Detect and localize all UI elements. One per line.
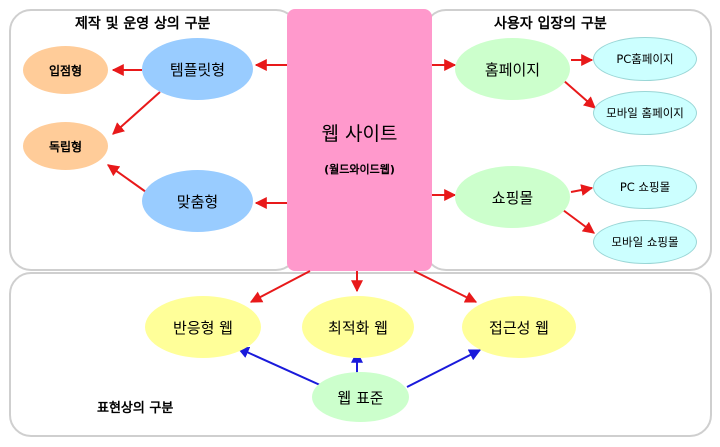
mobile-shopping-node: 모바일 쇼핑몰 [593, 220, 697, 264]
arrow-homepage-to-mobile [562, 79, 596, 109]
custom-node: 맞춤형 [142, 170, 253, 232]
arrow-shopping-to-mobile [562, 209, 595, 234]
pc-shopping-node: PC 쇼핑몰 [593, 165, 697, 209]
optimized-web-node: 최적화 웹 [302, 296, 414, 358]
responsive-web-node: 반응형 웹 [145, 296, 261, 358]
arrow-standard-to-accessible [406, 349, 482, 388]
arrow-custom-to-standalone [107, 164, 147, 193]
website-title: 웹 사이트 [321, 123, 398, 145]
expression-panel-title: 표현상의 구분 [97, 401, 174, 416]
arrow-standard-to-responsive [236, 346, 321, 386]
arrow-template-to-standalone [112, 91, 161, 135]
shopping-node: 쇼핑몰 [455, 166, 570, 228]
standalone-node: 독립형 [23, 122, 108, 170]
store-node: 입점형 [23, 46, 108, 94]
web-standard-node: 웹 표준 [312, 372, 409, 422]
arrow-center-to-accessible [413, 270, 478, 303]
template-node: 템플릿형 [142, 38, 253, 100]
arrow-shopping-to-pc [570, 184, 594, 196]
arrow-center-to-responsive [249, 270, 311, 303]
production-panel-title: 제작 및 운영 상의 구분 [75, 16, 211, 32]
homepage-node: 홈페이지 [455, 38, 570, 100]
pc-homepage-node: PC홈페이지 [593, 37, 697, 81]
accessible-web-node: 접근성 웹 [462, 296, 576, 358]
user-panel-title: 사용자 입장의 구분 [494, 16, 607, 32]
mobile-homepage-node: 모바일 홈페이지 [593, 91, 697, 135]
website-subtitle: (월드와이드웹) [324, 163, 395, 176]
website-center-block: 웹 사이트 (월드와이드웹) [287, 9, 432, 271]
